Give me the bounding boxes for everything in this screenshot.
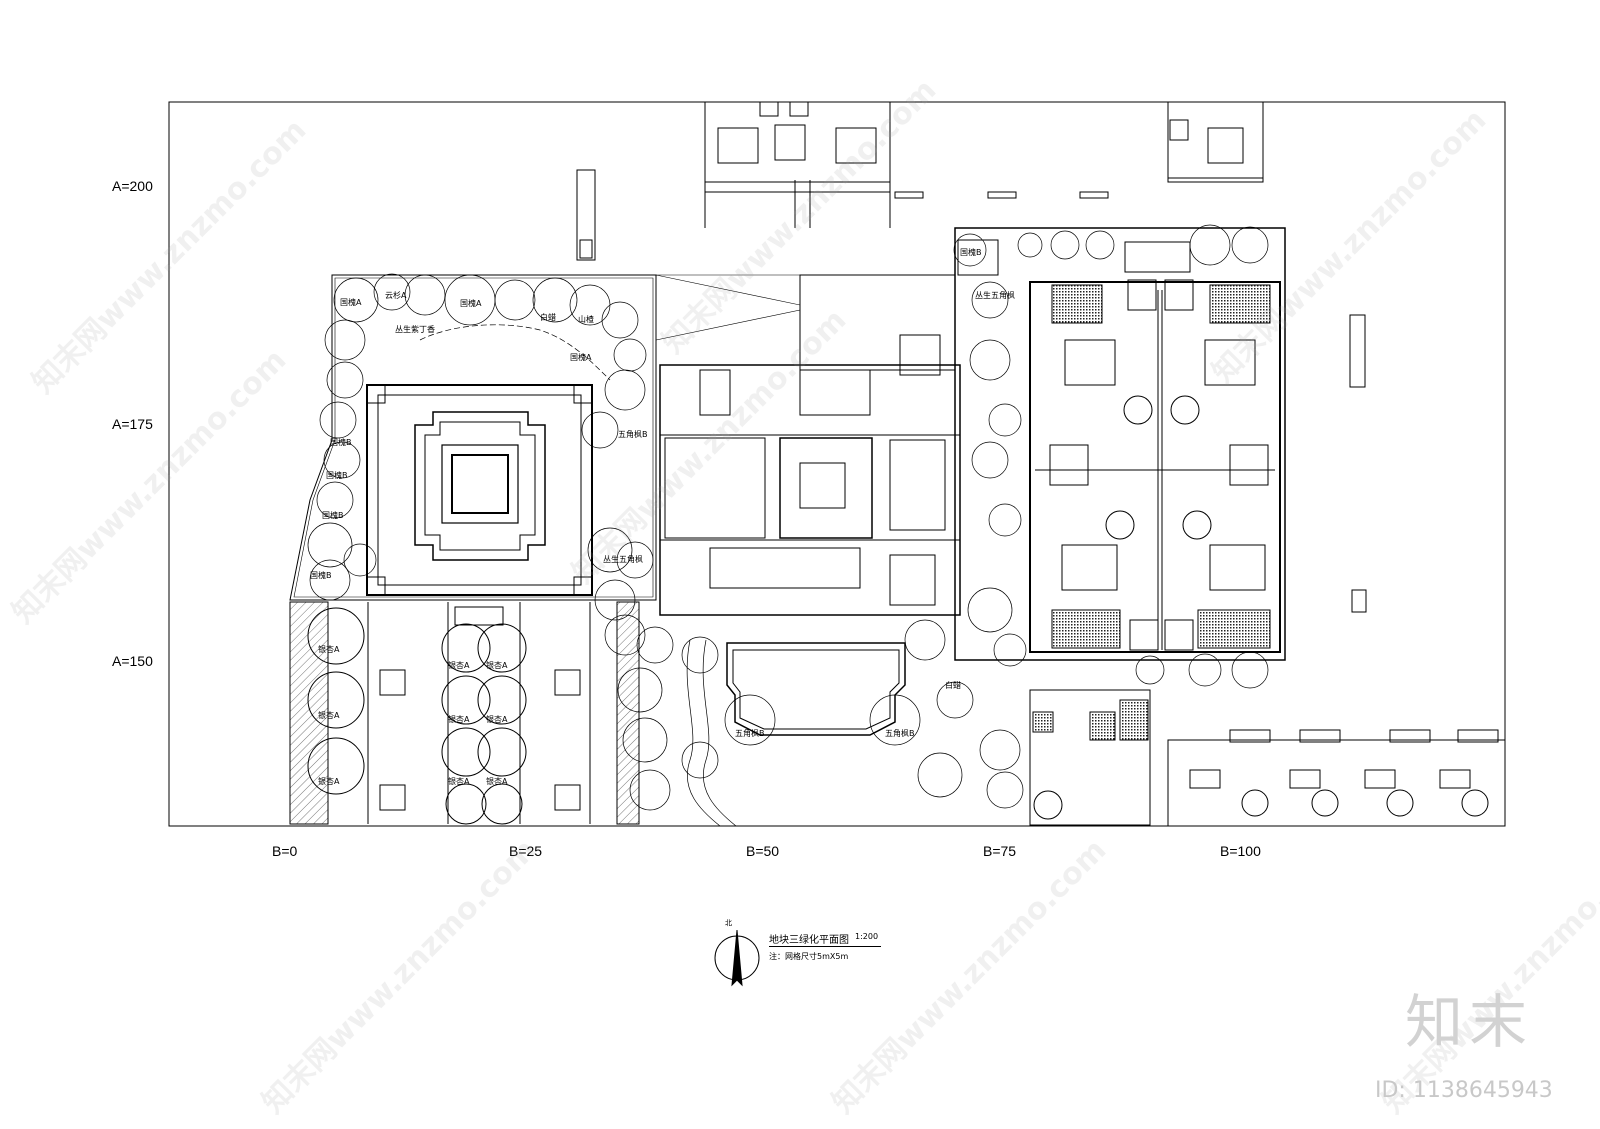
plant-label: 五角枫B: [885, 728, 915, 738]
tree-canopies: [307, 224, 1269, 811]
plant-label: 国槐B: [326, 470, 348, 480]
title-block: 北 地块三绿化平面图 1:200 注：网格尺寸5mX5m: [720, 918, 900, 978]
bottom-right-units: [1029, 689, 1506, 827]
plant-label: 国槐A: [340, 297, 362, 307]
plant-label: 银杏A: [486, 660, 508, 670]
plant-label: 国槐B: [322, 510, 344, 520]
axis-label-b75: B=75: [983, 843, 1017, 859]
stepping-stones: [419, 324, 611, 381]
image-id: ID: 1138645943: [1375, 1078, 1553, 1103]
drawing-title: 地块三绿化平面图: [769, 935, 849, 946]
plant-label: 银杏A: [486, 776, 508, 786]
plant-label: 国槐B: [310, 570, 332, 580]
plant-label: 五角枫B: [618, 429, 648, 439]
axis-label-a175: A=175: [112, 416, 153, 432]
plant-label: 丛生五角枫: [603, 554, 643, 564]
right-residential-block: [954, 227, 1367, 661]
north-arrow: [714, 929, 760, 987]
entrance-court: [726, 642, 906, 736]
plant-label: 白蜡: [540, 312, 556, 322]
drawing-scale: 1:200: [855, 932, 879, 941]
plant-label: 国槐A: [570, 352, 592, 362]
title-underline: [769, 946, 881, 947]
top-residential-units: [576, 101, 1264, 261]
plant-label: 云杉A: [385, 290, 407, 300]
garden-path: [686, 639, 721, 827]
plant-label: 银杏A: [486, 714, 508, 724]
axis-label-b25: B=25: [509, 843, 543, 859]
gingko-grove: [289, 601, 640, 825]
axis-label-b0: B=0: [272, 843, 298, 859]
plant-label: 丛生五角枫: [975, 290, 1015, 300]
plant-labels: 国槐A 国槐A 国槐A 国槐B 国槐B 国槐B 国槐B 云杉A 丛生紫丁香 白蜡…: [310, 247, 1015, 786]
north-label: 北: [725, 919, 732, 927]
plant-label: 银杏A: [448, 776, 470, 786]
clubhouse-building: [655, 274, 961, 616]
plant-label: 国槐B: [330, 437, 352, 447]
brand-logo: 知末: [1405, 988, 1534, 1056]
plant-label: 丛生紫丁香: [395, 324, 435, 334]
plant-label: 银杏A: [318, 776, 340, 786]
plant-label: 银杏A: [448, 714, 470, 724]
plant-label: 山楂: [578, 314, 594, 324]
plant-label: 五角枫B: [735, 728, 765, 738]
axis-label-a150: A=150: [112, 653, 153, 669]
axis-label-b100: B=100: [1220, 843, 1261, 859]
plant-label: 银杏A: [318, 644, 340, 654]
plant-label: 银杏A: [318, 710, 340, 720]
plant-label: 国槐A: [460, 298, 482, 308]
plant-label: 国槐B: [960, 247, 982, 257]
axis-label-a200: A=200: [112, 178, 153, 194]
grid-note: 注：网格尺寸5mX5m: [769, 952, 849, 961]
plant-label: 白蜡: [945, 680, 961, 690]
axis-label-b50: B=50: [746, 843, 780, 859]
drawing-frame: [168, 101, 1506, 827]
plant-label: 银杏A: [448, 660, 470, 670]
